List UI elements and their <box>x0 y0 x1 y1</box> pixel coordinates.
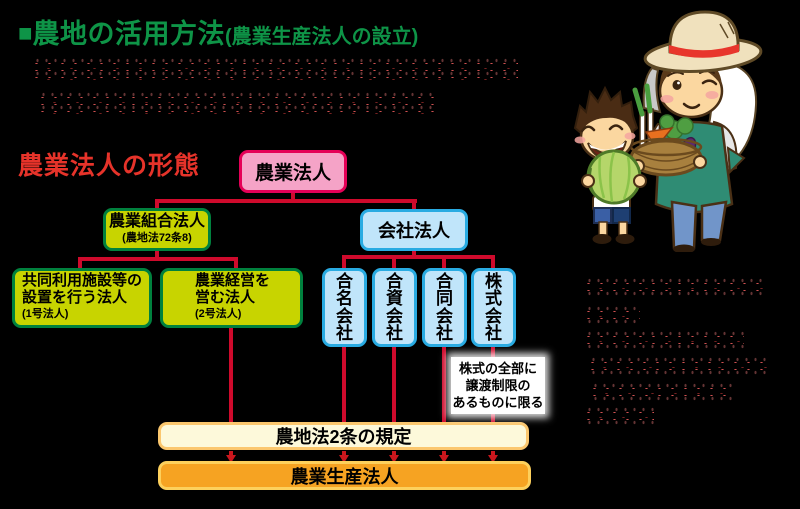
node-label: 合同会社 <box>436 271 453 343</box>
page-title-text: 農地の活用方法 <box>32 19 225 49</box>
connector-line <box>412 249 416 257</box>
connector-line <box>491 257 495 270</box>
obscured-intro-line <box>30 58 518 80</box>
obscured-side-line <box>582 331 744 349</box>
connector-line <box>155 249 159 259</box>
page-title-subtext: (農業生産法人の設立) <box>225 26 419 48</box>
down-arrow-icon <box>226 455 236 463</box>
straw-hat <box>643 10 763 73</box>
node-farmland-act-article2: 農地法2条の規定 <box>158 422 529 450</box>
obscured-intro-line <box>36 92 434 114</box>
node-sublabel: (農地法72条8) <box>122 231 192 244</box>
obscured-side-line <box>582 306 640 324</box>
connector-line <box>442 257 446 270</box>
obscured-side-line <box>582 407 654 425</box>
node-label: 会社法人 <box>378 221 450 241</box>
obscured-side-line <box>586 357 768 375</box>
down-arrow-icon <box>342 451 346 456</box>
node-joint-facility-corporation: 共同利用施設等の 設置を行う法人 (1号法人) <box>12 268 152 328</box>
connector-line <box>291 191 295 201</box>
node-label: 農業経営を <box>195 272 271 290</box>
node-sublabel: (2号法人) <box>195 308 242 321</box>
farmers-illustration <box>573 10 763 252</box>
node-stock-company: 株式会社 <box>471 268 516 347</box>
cabbage <box>586 149 642 205</box>
connector-line <box>78 257 238 261</box>
node-label: 共同利用施設等の <box>22 272 143 290</box>
down-arrow-icon <box>389 455 399 463</box>
connector-line <box>155 201 159 210</box>
down-arrow-icon <box>229 451 233 456</box>
node-label: 合資会社 <box>386 271 403 343</box>
node-label: 設置を行う法人 <box>22 288 128 306</box>
down-arrow-icon <box>439 455 449 463</box>
down-arrow-icon <box>392 451 396 456</box>
page-title: ■農地の活用方法(農業生産法人の設立) <box>18 12 418 51</box>
obscured-side-line <box>588 383 734 401</box>
obscured-side-line <box>582 278 768 296</box>
node-sublabel: (1号法人) <box>22 308 69 321</box>
down-arrow-icon <box>339 455 349 463</box>
connector-line <box>78 259 82 270</box>
down-arrow-icon <box>491 451 495 456</box>
farmer-woman <box>629 10 763 252</box>
connector-line <box>342 257 346 270</box>
node-label: 営む法人 <box>195 288 256 306</box>
node-agricultural-corporation: 農業法人 <box>239 150 347 193</box>
boy-with-cabbage <box>573 85 647 244</box>
share-transfer-restriction-note: 株式の全部に 譲渡制限の あるものに限る <box>451 357 545 414</box>
node-label: 農業法人 <box>254 163 331 184</box>
node-company-corporation: 会社法人 <box>360 209 468 251</box>
connector-line <box>412 201 416 211</box>
connector-line <box>342 255 495 259</box>
node-agricultural-cooperative: 農業組合法人 (農地法72条8) <box>103 208 211 251</box>
connector-line <box>155 199 417 203</box>
connector-line <box>229 326 233 424</box>
node-general-partnership-company: 合名会社 <box>322 268 367 347</box>
node-limited-partnership-company: 合資会社 <box>372 268 417 347</box>
node-label: 株式会社 <box>485 271 502 343</box>
down-arrow-icon <box>442 451 446 456</box>
note-line: あるものに限る <box>452 395 544 410</box>
connector-line <box>392 345 396 424</box>
node-label: 農地法2条の規定 <box>275 427 412 447</box>
connector-line <box>442 345 446 424</box>
down-arrow-icon <box>488 455 498 463</box>
node-llc-company: 合同会社 <box>422 268 467 347</box>
node-agricultural-production-corporation: 農業生産法人 <box>158 461 531 490</box>
connector-line <box>392 257 396 270</box>
section-heading: 農業法人の形態 <box>18 152 201 180</box>
note-line: 株式の全部に <box>458 361 537 376</box>
connector-line <box>342 345 346 424</box>
node-label: 農業組合法人 <box>108 212 205 230</box>
connector-line <box>234 259 238 270</box>
note-line: 譲渡制限の <box>465 378 531 393</box>
title-square-bullet-icon: ■ <box>18 20 33 47</box>
node-label: 農業生産法人 <box>290 466 399 487</box>
node-label: 合名会社 <box>336 271 353 343</box>
node-farm-management-corporation: 農業経営を 営む法人 (2号法人) <box>160 268 303 328</box>
